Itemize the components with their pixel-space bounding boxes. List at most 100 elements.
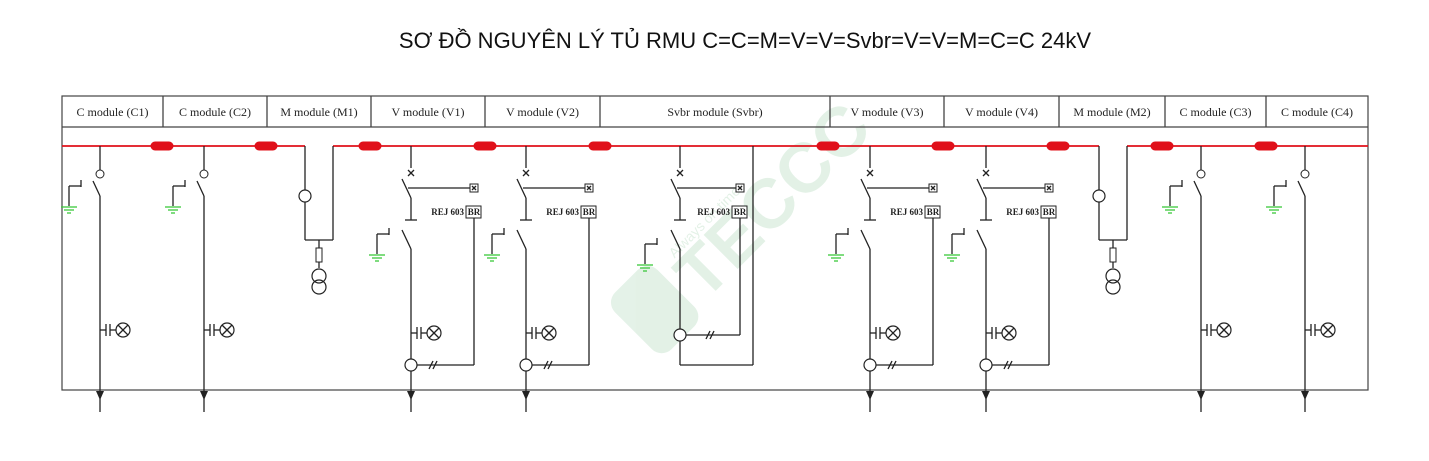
relay-tag: BR (468, 207, 481, 217)
relay-model: REJ 603 (890, 207, 923, 217)
breaker-x (676, 169, 684, 177)
cable-arrow-icon (407, 391, 415, 400)
relay-tag: BR (583, 207, 596, 217)
voltage-indicator-icon (526, 325, 557, 341)
v-module-feeder: REJ 603 BR (369, 146, 482, 412)
c-module-feeder (61, 146, 131, 412)
relay-model: REJ 603 (697, 207, 730, 217)
module-header-label: V module (V3) (850, 105, 923, 119)
lamp-icon (219, 322, 235, 338)
switch-blade (196, 180, 205, 197)
c-module-feeder (1162, 146, 1232, 412)
switch-blade (1297, 180, 1306, 197)
switch-blade (92, 180, 101, 197)
module-header-label: V module (V1) (391, 105, 464, 119)
ct-hash (887, 360, 893, 370)
breaker-x (866, 169, 874, 177)
bus-coupling-link (931, 141, 955, 151)
wire (737, 185, 743, 191)
breaker-x (982, 169, 990, 177)
lamp-icon (1320, 322, 1336, 338)
current-transformer-icon (298, 189, 312, 203)
fuse-icon (1109, 247, 1117, 263)
breaker-blade (976, 178, 987, 199)
earth-switch (637, 238, 658, 272)
wire (221, 324, 233, 336)
c-module-feeder (165, 146, 235, 412)
voltage-indicator-icon (204, 322, 235, 338)
wire (586, 185, 592, 191)
current-transformer-icon (863, 358, 877, 372)
lamp-icon (1001, 325, 1017, 341)
breaker-blade (670, 178, 681, 199)
cable-arrow-icon (522, 391, 530, 400)
lamp-icon (541, 325, 557, 341)
load-break-switch-icon (1300, 169, 1310, 179)
ct-hash (709, 330, 715, 340)
ct-hash (1003, 360, 1009, 370)
wire (117, 324, 129, 336)
module-header-label: C module (C4) (1281, 105, 1353, 119)
breaker-blade (401, 178, 412, 199)
ct-hash (432, 360, 438, 370)
svg-text:TECCC: TECCC (660, 87, 886, 313)
wire (471, 185, 477, 191)
wire (887, 327, 899, 339)
v-module-feeder: REJ 603 BR (484, 146, 597, 412)
voltage-indicator-icon (986, 325, 1017, 341)
cable-arrow-icon (200, 391, 208, 400)
ct-hash (428, 360, 434, 370)
watermark-logo: TECCC Always on time (610, 87, 886, 354)
module-header-label: C module (C2) (179, 105, 251, 119)
module-header-label: Svbr module (Svbr) (667, 105, 762, 119)
bus-coupling-link (588, 141, 612, 151)
bus-coupling-link (1046, 141, 1070, 151)
load-break-switch-icon (1196, 169, 1206, 179)
wire (428, 327, 440, 339)
current-transformer-icon (979, 358, 993, 372)
ct-hash (1007, 360, 1013, 370)
wire (930, 185, 936, 191)
wire (1218, 324, 1230, 336)
voltage-indicator-icon (870, 325, 901, 341)
load-break-switch-icon (95, 169, 105, 179)
c-module-feeder (1266, 146, 1336, 412)
earth-switch (1162, 180, 1183, 214)
switch-blade (1193, 180, 1202, 197)
lamp-icon (1216, 322, 1232, 338)
load-break-switch-icon (199, 169, 209, 179)
earth-switch (944, 228, 965, 262)
relay-tag: BR (734, 207, 747, 217)
wire (1046, 185, 1052, 191)
breaker-blade (860, 178, 871, 199)
wire (1322, 324, 1334, 336)
bus-coupling-link (358, 141, 382, 151)
relay-model: REJ 603 (546, 207, 579, 217)
module-header-label: C module (C3) (1180, 105, 1252, 119)
earth-switch (828, 228, 849, 262)
bus-section-module: REJ 603 BR (637, 146, 754, 366)
module-header-label: V module (V2) (506, 105, 579, 119)
voltage-indicator-icon (1201, 322, 1232, 338)
current-transformer-icon (1092, 189, 1106, 203)
wire (1003, 327, 1015, 339)
module-header-label: M module (M1) (280, 105, 357, 119)
voltage-transformer-icon (311, 268, 327, 284)
metering-module (1092, 146, 1128, 295)
relay-model: REJ 603 (431, 207, 464, 217)
cable-arrow-icon (866, 391, 874, 400)
voltage-transformer-icon (311, 279, 327, 295)
earth-switch (165, 180, 186, 214)
disconnector-blade (670, 229, 681, 250)
module-header-label: C module (C1) (77, 105, 149, 119)
current-transformer-icon (673, 328, 687, 342)
bus-coupling-link (1150, 141, 1174, 151)
voltage-transformer-icon (1105, 268, 1121, 284)
relay-model: REJ 603 (1006, 207, 1039, 217)
current-transformer-icon (519, 358, 533, 372)
wire (543, 327, 555, 339)
ct-hash (547, 360, 553, 370)
ct-hash (891, 360, 897, 370)
